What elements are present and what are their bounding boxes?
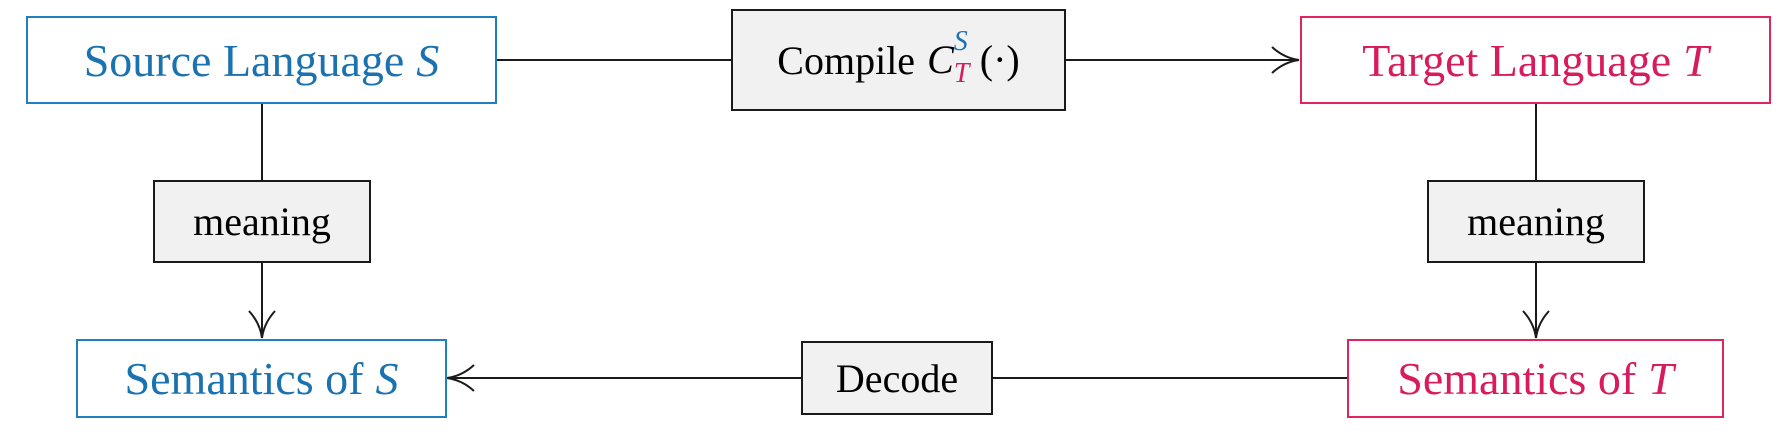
target-language-node: Target Language T <box>1300 16 1771 104</box>
target-language-var: T <box>1683 34 1709 86</box>
source-language-var: S <box>416 34 440 86</box>
target-language-text: Target Language <box>1362 34 1672 86</box>
compile-argument: (·) <box>979 37 1020 83</box>
arrowhead-meaning-left <box>248 310 276 339</box>
meaning-left-text: meaning <box>193 199 331 244</box>
arrowhead-decode <box>446 364 475 392</box>
semantics-source-text: Semantics of <box>124 353 364 404</box>
meaning-left-label: meaning <box>153 180 371 263</box>
source-language-node: Source Language S <box>26 16 497 104</box>
semantics-source-var: S <box>375 353 399 404</box>
semantics-target-node: Semantics of T <box>1347 339 1724 418</box>
compile-label-text: Compile <box>777 37 916 83</box>
semantics-target-text: Semantics of <box>1397 353 1637 404</box>
arrowhead-compile <box>1271 46 1300 74</box>
compile-superscript: S <box>953 25 968 57</box>
compile-symbol: C <box>927 37 954 83</box>
decode-text: Decode <box>835 355 959 401</box>
arrowhead-meaning-right <box>1522 310 1550 339</box>
source-language-text: Source Language <box>83 34 405 86</box>
meaning-right-text: meaning <box>1467 199 1605 244</box>
meaning-right-label: meaning <box>1427 180 1645 263</box>
compile-subscript: T <box>953 57 970 89</box>
semantics-source-node: Semantics of S <box>76 339 447 418</box>
semantics-target-var: T <box>1648 353 1674 404</box>
decode-label: Decode <box>801 341 993 415</box>
